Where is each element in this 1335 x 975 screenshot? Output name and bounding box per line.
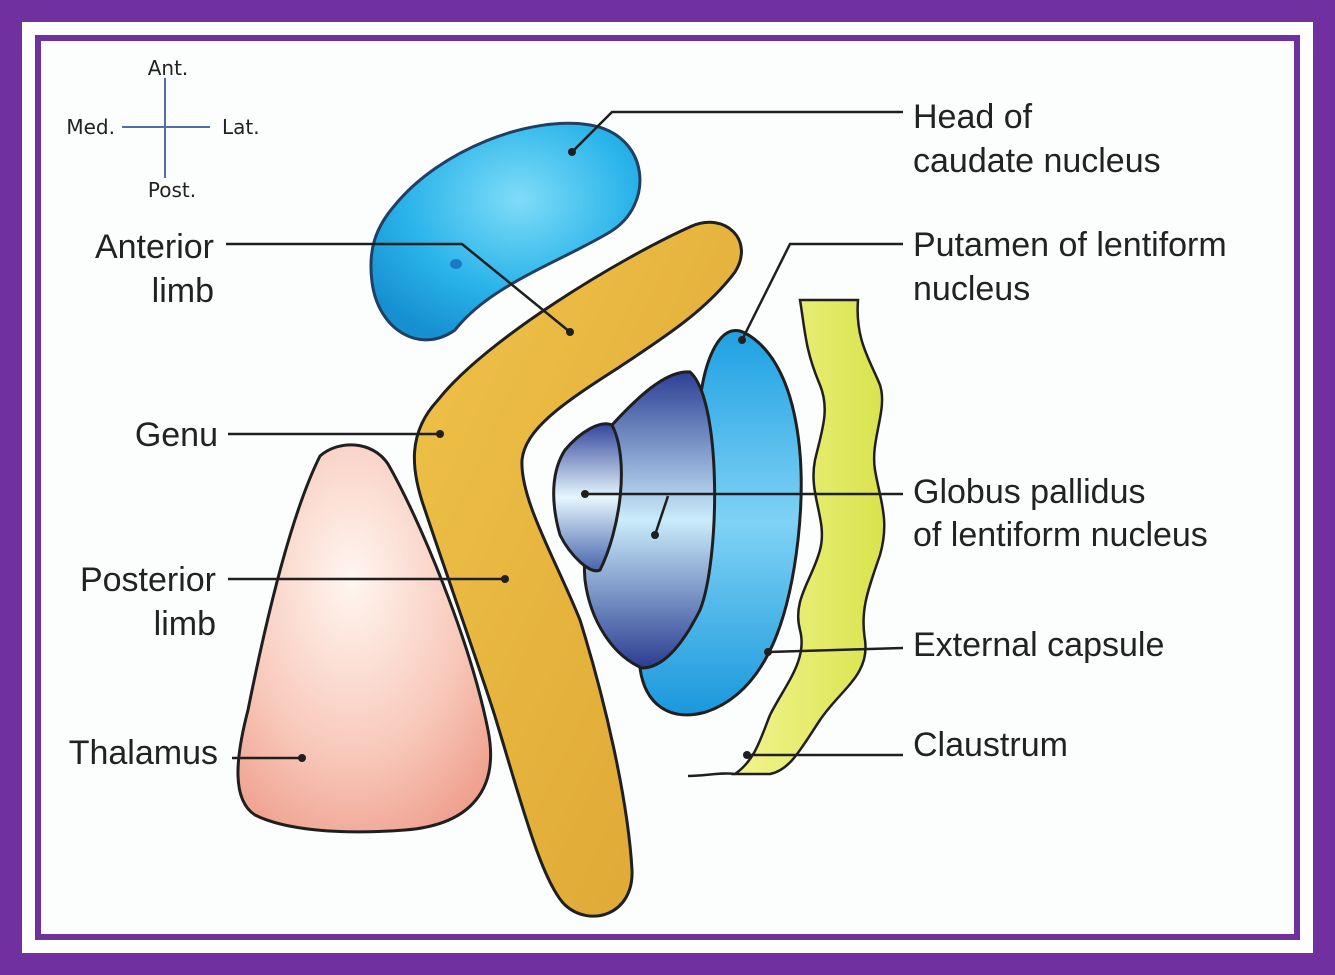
label-head-of-caudate-1: Head of: [913, 98, 1033, 136]
label-external-capsule: External capsule: [913, 626, 1164, 664]
label-putamen-1: Putamen of lentiform: [913, 226, 1227, 264]
orientation-posterior: Post.: [148, 178, 196, 202]
label-posterior-limb-2: limb: [154, 605, 216, 643]
label-claustrum: Claustrum: [913, 726, 1068, 764]
label-putamen-2: nucleus: [913, 270, 1030, 308]
orientation-compass: Ant. Post. Med. Lat.: [66, 56, 259, 202]
orientation-medial: Med.: [66, 115, 115, 139]
claustrum-lower-edge: [688, 773, 735, 776]
label-anterior-limb-2: limb: [152, 272, 214, 310]
label-thalamus: Thalamus: [69, 734, 218, 772]
orientation-lateral: Lat.: [222, 115, 260, 139]
label-globus-pallidus-1: Globus pallidus: [913, 473, 1145, 511]
label-genu: Genu: [135, 416, 218, 454]
label-posterior-limb-1: Posterior: [80, 561, 216, 599]
caudate-spot: [450, 259, 462, 269]
orientation-anterior: Ant.: [148, 56, 189, 80]
label-head-of-caudate-2: caudate nucleus: [913, 142, 1161, 180]
label-anterior-limb-1: Anterior: [95, 228, 214, 266]
label-globus-pallidus-2: of lentiform nucleus: [913, 516, 1208, 554]
